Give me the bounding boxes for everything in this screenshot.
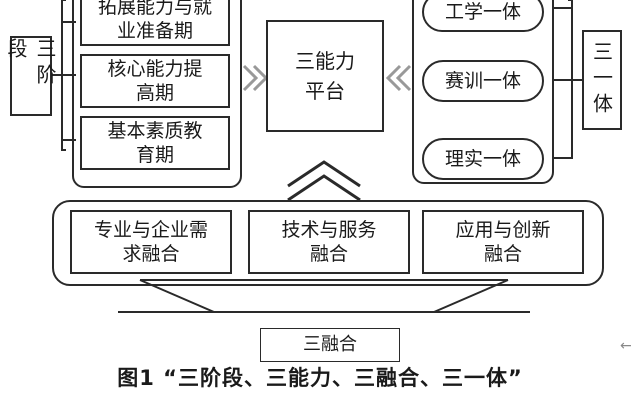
fusion-industry: 专业与企业需求融合	[70, 210, 232, 274]
three-fusion-label: 三融合	[260, 328, 400, 362]
three-abilities-platform: 三能力平台	[266, 20, 384, 132]
fusion-frame	[52, 200, 604, 286]
chevron-right-icon	[242, 64, 269, 92]
stage-expansion: 拓展能力与就业准备期	[80, 0, 230, 46]
stages-frame	[72, 0, 242, 188]
stage-basic: 基本素质教育期	[80, 116, 230, 170]
three-stages-label: 三阶段	[4, 36, 57, 116]
chevron-up-icon	[287, 160, 361, 188]
chevron-left-icon	[385, 64, 412, 92]
fusion-service: 技术与服务融合	[248, 210, 410, 274]
integration-competition-training: 赛训一体	[422, 60, 544, 102]
corner-glyph: ←	[620, 338, 632, 354]
integrations-frame	[412, 0, 554, 184]
integration-work-study: 工学一体	[422, 0, 544, 32]
three-integration-label: 三一体	[582, 30, 622, 130]
fusion-innovation: 应用与创新融合	[422, 210, 584, 274]
integration-theory-practice: 理实一体	[422, 138, 544, 180]
stage-core: 核心能力提高期	[80, 54, 230, 108]
figure-caption: 图1 “三阶段、三能力、三融合、三一体”	[117, 366, 523, 390]
chevron-up-icon-2	[287, 174, 361, 202]
